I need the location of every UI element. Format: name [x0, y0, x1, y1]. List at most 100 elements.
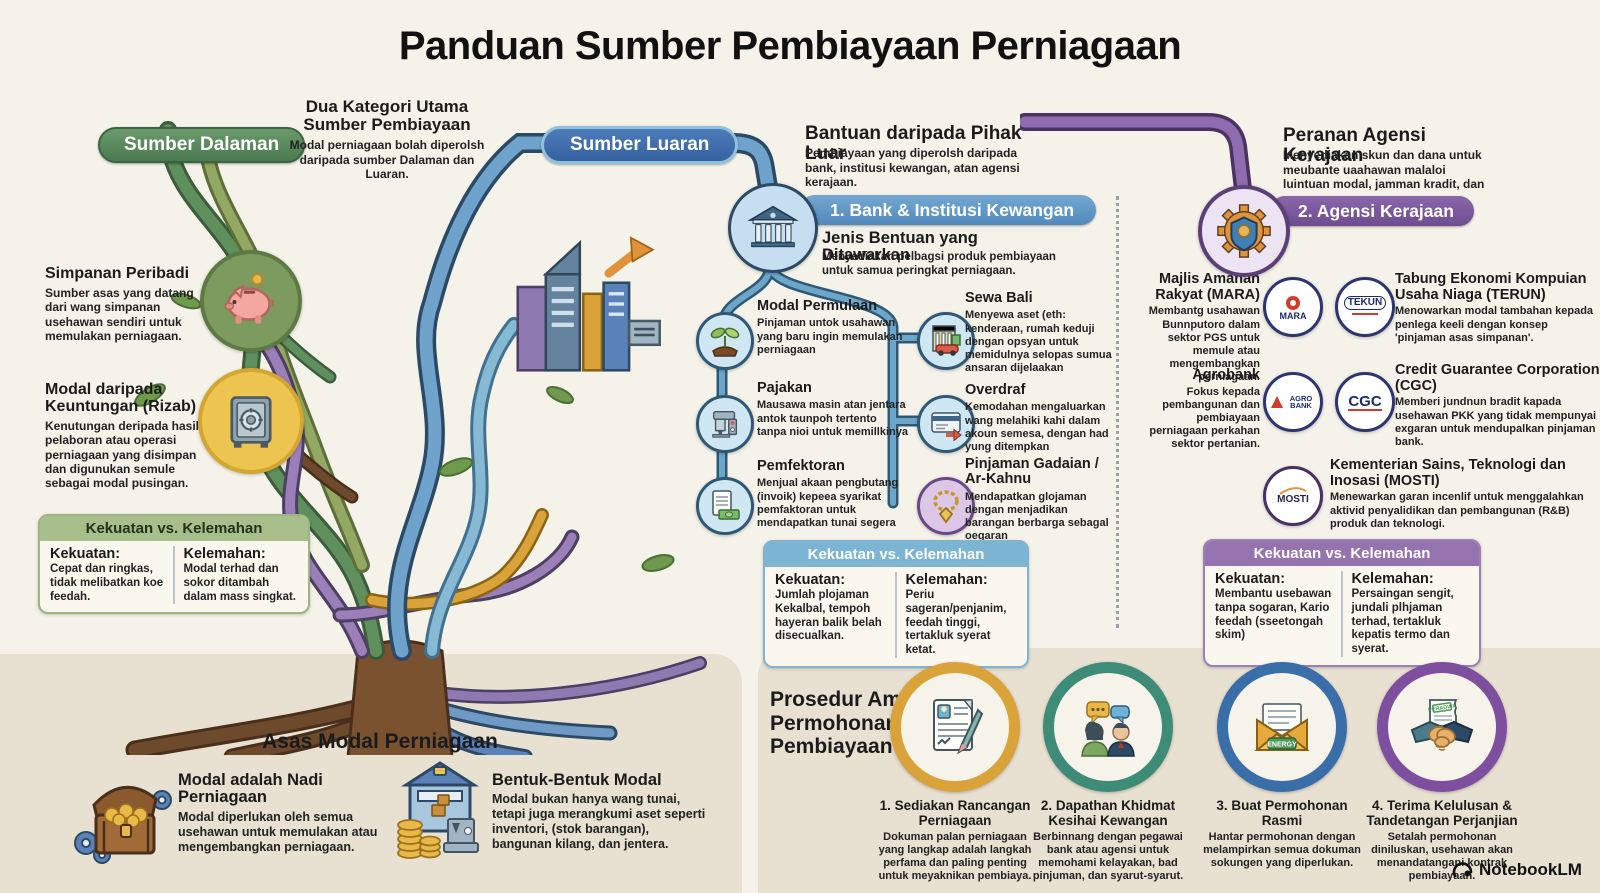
bank-swot-box: Kekuatan vs. Kelemahan Kekuatan: Jumlah … [763, 540, 1029, 668]
page-title: Panduan Sumber Pembiayaan Perniagaan [398, 24, 1182, 68]
procedure-step-4-body: Setalah permohonan diniluskan, usehawan … [1371, 830, 1513, 882]
product-sewa-bali: Sewa Bali Menyewa aset (eth: kenderaan, … [965, 290, 1115, 375]
external-source-label: Sumber Luaran [570, 134, 710, 155]
mara-logo: MARA [1263, 277, 1323, 337]
car-garage-icon [917, 312, 975, 370]
machine-icon [696, 395, 754, 453]
product-overdraf-title: Overdraf [965, 382, 1026, 398]
card-arrow-icon [917, 395, 975, 453]
tekun-logo-text: TEKUN [1343, 296, 1387, 310]
product-pinjaman-gadaian: Pinjaman Gadaian / Ar-Kahnu Mendapatkan … [965, 456, 1115, 543]
agency-section-pill: 2. Agensi Kerajaan [1270, 196, 1474, 226]
product-pajakan: Pajakan Mausawa masin atan jentara antok… [757, 380, 909, 439]
consultation-icon [1043, 662, 1173, 792]
procedure-step-2-title: 2. Dapathan Khidmat Kesihai Kewangan [1040, 798, 1176, 828]
agency-mara-body: Membantg usahawan Bunnputoro dalam sekto… [1148, 305, 1260, 384]
agency-cgc-body: Memberi jundnun bradit kapada usehawan P… [1395, 396, 1597, 448]
contract-badge-text: PERADWA [1428, 704, 1457, 714]
strength-label: Kekuatan: [1215, 571, 1286, 587]
weakness-label: Kelemahan: [1351, 571, 1434, 587]
bank-strength-text: Jumlah plojaman Kekalbal, tempoh hayeran… [775, 589, 882, 643]
category-note-body: Modal perniagaan bolah diperolsh daripad… [289, 138, 485, 182]
safe-icon [198, 368, 304, 474]
product-pinjaman-gadaian-body: Mendapatkan glojaman dengan menjadikan b… [965, 490, 1109, 543]
bank-subtitle-body: Menyediakan pelbagsi produk pembiayaan u… [822, 251, 1056, 278]
bank-weakness-text: Periu sageran/penjanim, feedah tinggi, t… [905, 589, 1007, 657]
product-overdraf-body: Kemodahan mengaluarkan wang melahiki kah… [965, 401, 1109, 453]
product-pemfektoran-title: Pemfektoran [757, 458, 845, 474]
tekun-logo: TEKUN [1335, 277, 1395, 337]
section-divider [1116, 196, 1119, 628]
bank-section-pill: 1. Bank & Institusi Kewangan [800, 195, 1097, 225]
procedure-step-1: 1. Sediakan Rancangan Perniagaan Dokuman… [875, 662, 1035, 883]
internal-item-savings-body: Sumber asas yang datang dari wang simpan… [45, 285, 194, 344]
procedure-step-3-title: 3. Buat Permohonan Rasmi [1216, 798, 1348, 828]
product-pajakan-body: Mausawa masin atan jentara antok taunpoh… [757, 399, 908, 438]
foundation-item-nadi-body: Modal diperlukan oleh semua usehawan unt… [178, 809, 378, 854]
agency-terun: Tabung Ekonomi Kompuian Usaha Niaga (TER… [1395, 271, 1600, 345]
gold-necklace-icon [917, 477, 975, 535]
procedure-step-2: 2. Dapathan Khidmat Kesihai Kewangan Ber… [1028, 662, 1188, 883]
invoice-cash-icon [696, 477, 754, 535]
internal-source-pill: Sumber Dalaman [98, 127, 306, 163]
bank-swot-header: Kekuatan vs. Kelemahan [765, 542, 1027, 567]
procedure-step-1-body: Dokuman palan perniagaan yang langkap ad… [878, 830, 1032, 882]
agency-cgc: Credit Guarantee Corporation (CGC) Membe… [1395, 362, 1600, 449]
notebooklm-watermark-text: NotebookLM [1479, 860, 1582, 879]
procedure-step-4-title: 4. Terima Kelulusan & Tandetangan Perjan… [1366, 798, 1518, 828]
internal-item-reserves: Modal daripada Keuntungan (Rizab) Kenutu… [45, 381, 205, 491]
agency-cgc-title: Credit Guarantee Corporation (CGC) [1395, 362, 1600, 394]
warehouse-coins-icon [396, 757, 484, 862]
procedure-step-3: ENERGY 3. Buat Permohonan Rasmi Hantar p… [1202, 662, 1362, 870]
agrobank-logo: AGRO BANK [1263, 372, 1323, 432]
product-pajakan-title: Pajakan [757, 380, 812, 396]
category-note-title: Dua Kategori Utama Sumber Pembiayaan [303, 97, 471, 135]
agency-strength-text: Membantu usebawan tanpa sogaran, Kario f… [1215, 588, 1332, 642]
external-intro-title: Bantuan daripada Pihak Luar [805, 123, 1022, 164]
agency-pipe [1020, 113, 1253, 207]
seedling-icon [696, 312, 754, 370]
procedure-step-3-body: Hantar permohonan dengan melampirkan sem… [1203, 830, 1361, 869]
cgc-logo: CGC [1335, 372, 1395, 432]
agency-section-label: 2. Agensi Kerajaan [1298, 200, 1454, 221]
product-pinjaman-gadaian-title: Pinjaman Gadaian / Ar-Kahnu [965, 456, 1099, 488]
internal-swot-header: Kekuatan vs. Kelemahan [40, 516, 308, 541]
product-overdraf: Overdraf Kemodahan mengaluarkan wang mel… [965, 382, 1115, 454]
product-modal-permulaan: Modal Permulaan Pinjaman untok usahawan … [757, 298, 909, 357]
city-buildings-illustration [516, 236, 661, 372]
agency-mosti: Kementerian Sains, Teknologi dan Inosasi… [1330, 457, 1595, 531]
bank-section-label: 1. Bank & Institusi Kewangan [830, 199, 1075, 220]
agrobank-logo-text: AGRO BANK [1289, 393, 1313, 410]
product-pemfektoran: Pemfektoran Menjual akaan pengbutang (in… [757, 458, 909, 530]
weakness-label: Kelemahan: [183, 546, 266, 562]
agency-agrobank-body: Fokus kepada pembangunan dan pembiayaan … [1149, 385, 1260, 451]
handshake-icon: PERADWA [1377, 662, 1507, 792]
procedure-step-4: PERADWA 4. Terima Kelulusan & Tandetanga… [1362, 662, 1522, 883]
weakness-label: Kelemahan: [905, 572, 988, 588]
agency-swot-box: Kekuatan vs. Kelemahan Kekuatan: Membant… [1203, 539, 1481, 667]
foundation-item-bentuk-body: Modal bukan hanya wang tunai, tetapi jug… [492, 792, 706, 852]
foundation-item-nadi: Modal adalah Nadi Perniagaan Modal diper… [178, 771, 393, 855]
business-plan-icon [890, 662, 1020, 792]
external-intro-body: Pembiayaan yang diperolsh daripada bank,… [805, 146, 1020, 190]
foundation-item-nadi-title: Modal adalah Nadi Perniagaan [178, 771, 323, 807]
internal-weakness-text: Modal terhad dan sokor ditambah dalam ma… [183, 563, 297, 603]
procedure-step-2-body: Berbinnang dengan pegawai bank atau agen… [1032, 830, 1184, 882]
internal-swot-box: Kekuatan vs. Kelemahan Kekuatan: Cepat d… [38, 514, 310, 615]
strength-label: Kekuatan: [775, 572, 846, 588]
agency-mosti-title: Kementerian Sains, Teknologi dan Inosasi… [1330, 457, 1566, 489]
agency-mosti-body: Menewarkan garan incenlif untuk menggala… [1330, 491, 1584, 530]
procedure-title: Prosedur Am Permohonan Pembiayaan [770, 688, 902, 759]
notebooklm-watermark: NotebookLM [1452, 860, 1582, 880]
piggy-bank-icon [200, 250, 302, 352]
foundation-title: Asas Modal Perniagaan [262, 730, 498, 753]
envelope-icon: ENERGY [1217, 662, 1347, 792]
bank-building-icon [728, 183, 818, 273]
product-sewa-bali-body: Menyewa aset (eth: kenderaan, rumah kedu… [965, 309, 1112, 375]
internal-item-reserves-body: Kenutungan deripada hasil pelaboran atau… [45, 418, 200, 491]
internal-item-reserves-title: Modal daripada Keuntungan (Rizab) [45, 381, 197, 415]
agency-terun-body: Menowarkan modal tambahan kepada penlega… [1395, 305, 1594, 344]
treasure-chest-icon [72, 765, 177, 865]
mosti-logo: MOSTI [1263, 466, 1323, 526]
